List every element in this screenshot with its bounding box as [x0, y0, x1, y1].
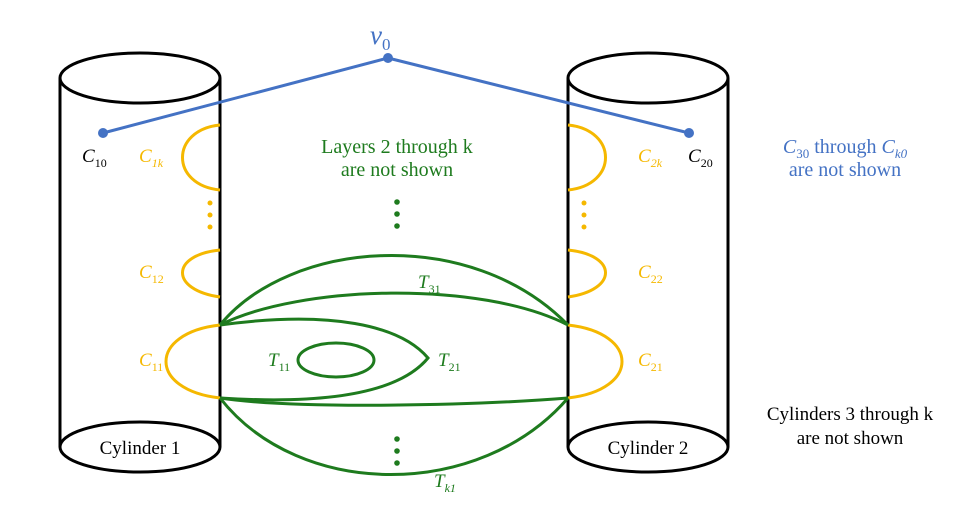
cylinder-2-base	[566, 420, 730, 474]
apex-edges	[98, 53, 694, 138]
label-c22: C22	[638, 262, 663, 286]
dot	[394, 436, 400, 442]
cylinder-2-top-rim	[566, 51, 730, 105]
label-t21: T21	[438, 350, 461, 374]
note-c30-line1: C30 through Ck0	[783, 136, 908, 161]
label-tk1: Tk1	[434, 471, 456, 495]
dot	[207, 200, 213, 206]
note-layers-line1: Layers 2 through k	[321, 136, 473, 158]
label-c21: C21	[638, 350, 663, 374]
vertex-c10	[98, 128, 108, 138]
cylinder-1-base	[58, 420, 222, 474]
note-cylinders-line2: are not shown	[797, 428, 904, 449]
tube-t11	[296, 341, 376, 379]
dot	[581, 212, 587, 218]
cylinder-1: Cylinder 1	[58, 51, 222, 474]
vertex-v0	[383, 53, 393, 63]
dot	[581, 224, 587, 230]
dot	[581, 200, 587, 206]
cylinder-2: Cylinder 2	[566, 51, 730, 474]
tube-tk1-upper	[219, 396, 569, 407]
tubes	[218, 254, 570, 476]
edge-v0-c10	[102, 56, 389, 135]
loop-c1k	[181, 123, 221, 192]
label-t11: T11	[268, 350, 290, 374]
label-c20: C20	[688, 146, 713, 170]
dot	[394, 223, 400, 229]
vertex-c20	[684, 128, 694, 138]
note-c30-line2: are not shown	[789, 159, 901, 181]
label-c11: C11	[139, 350, 163, 374]
edge-v0-c20	[387, 56, 690, 135]
label-c10: C10	[82, 146, 107, 170]
dot	[394, 448, 400, 454]
label-c1k: C1k	[139, 146, 164, 170]
tube-ellipsis-dots	[394, 199, 400, 466]
label-c2k: C2k	[638, 146, 663, 170]
layer-ellipsis-dots	[207, 200, 587, 230]
dot	[394, 199, 400, 205]
dot	[394, 211, 400, 217]
tube-tk1-lower	[218, 397, 570, 476]
dot	[207, 224, 213, 230]
loop-c2k	[567, 123, 607, 192]
note-cylinders-line1: Cylinders 3 through k	[767, 404, 934, 425]
note-layers-line2: are not shown	[341, 159, 453, 181]
loop-c22	[567, 248, 607, 299]
label-t31: T31	[418, 272, 441, 296]
loop-c12	[181, 248, 221, 299]
cylinder-1-top-rim	[58, 51, 222, 105]
cylinder-1-label: Cylinder 1	[100, 438, 181, 459]
tube-t21	[219, 317, 430, 402]
dot	[394, 460, 400, 466]
loop-c11	[164, 323, 221, 400]
dot	[207, 212, 213, 218]
loop-c21	[567, 323, 624, 400]
tube-t31-upper	[218, 254, 570, 327]
tube-t31-lower	[219, 291, 569, 327]
label-c12: C12	[139, 262, 164, 286]
cylinder-2-label: Cylinder 2	[608, 438, 689, 459]
layer-loops	[164, 123, 624, 400]
label-v0: v0	[370, 20, 390, 54]
